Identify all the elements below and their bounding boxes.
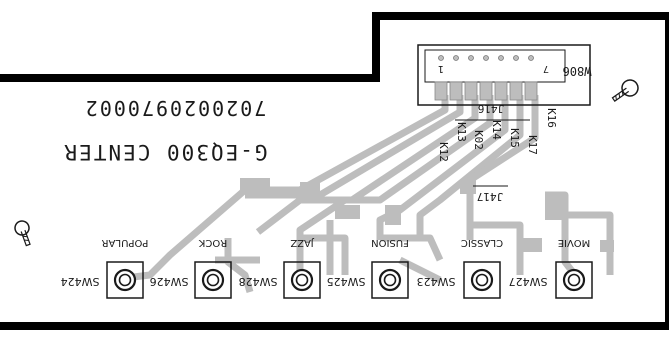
switch-ref: SW424	[61, 275, 100, 288]
net-label: K17	[526, 135, 539, 155]
connector-ref-aux: J417	[477, 190, 504, 203]
button-label: CLASSIC	[461, 237, 503, 248]
net-label: K02	[472, 130, 485, 150]
button-label: FUSION	[371, 237, 409, 248]
switch-popular: POPULAR SW424	[61, 237, 149, 299]
net-label: K16	[545, 108, 558, 128]
net-label: K13	[455, 122, 468, 142]
switch-rock: ROCK SW426	[150, 237, 232, 299]
board-part-number: 7020020970002	[84, 96, 267, 120]
switch-ref: SW428	[239, 275, 278, 288]
screw-hole-icon	[14, 220, 31, 247]
button-label: MOVIE	[558, 237, 590, 248]
connector-ref: W806	[563, 64, 592, 78]
net-label: K15	[508, 128, 521, 148]
connector-w806: 1 7 W806	[417, 44, 592, 106]
net-label: K12	[437, 142, 450, 162]
board-title: G-EQ300 CENTER	[62, 140, 267, 164]
switch-classic: CLASSIC SW423	[417, 237, 503, 299]
switch-movie: MOVIE SW427	[509, 237, 593, 299]
net-label: K14	[490, 120, 503, 140]
connector-pin-first: 1	[438, 63, 444, 74]
board-edge	[0, 12, 669, 330]
button-label: POPULAR	[102, 237, 149, 248]
button-label: ROCK	[198, 237, 227, 248]
switch-jazz: JAZZ SW428	[239, 237, 321, 299]
connector-ref-under: J416	[478, 102, 505, 115]
trace-pads	[240, 178, 614, 252]
switch-ref: SW427	[509, 275, 548, 288]
button-label: JAZZ	[290, 237, 314, 248]
connector-pin-last: 7	[543, 63, 549, 74]
switch-fusion: FUSION SW425	[327, 237, 409, 299]
switch-ref: SW425	[327, 275, 366, 288]
screw-hole-icon	[611, 79, 639, 102]
net-labels: K12 K13 K02 K14 K15 K17 K16	[437, 108, 558, 162]
switch-ref: SW426	[150, 275, 189, 288]
switch-ref: SW423	[417, 275, 456, 288]
